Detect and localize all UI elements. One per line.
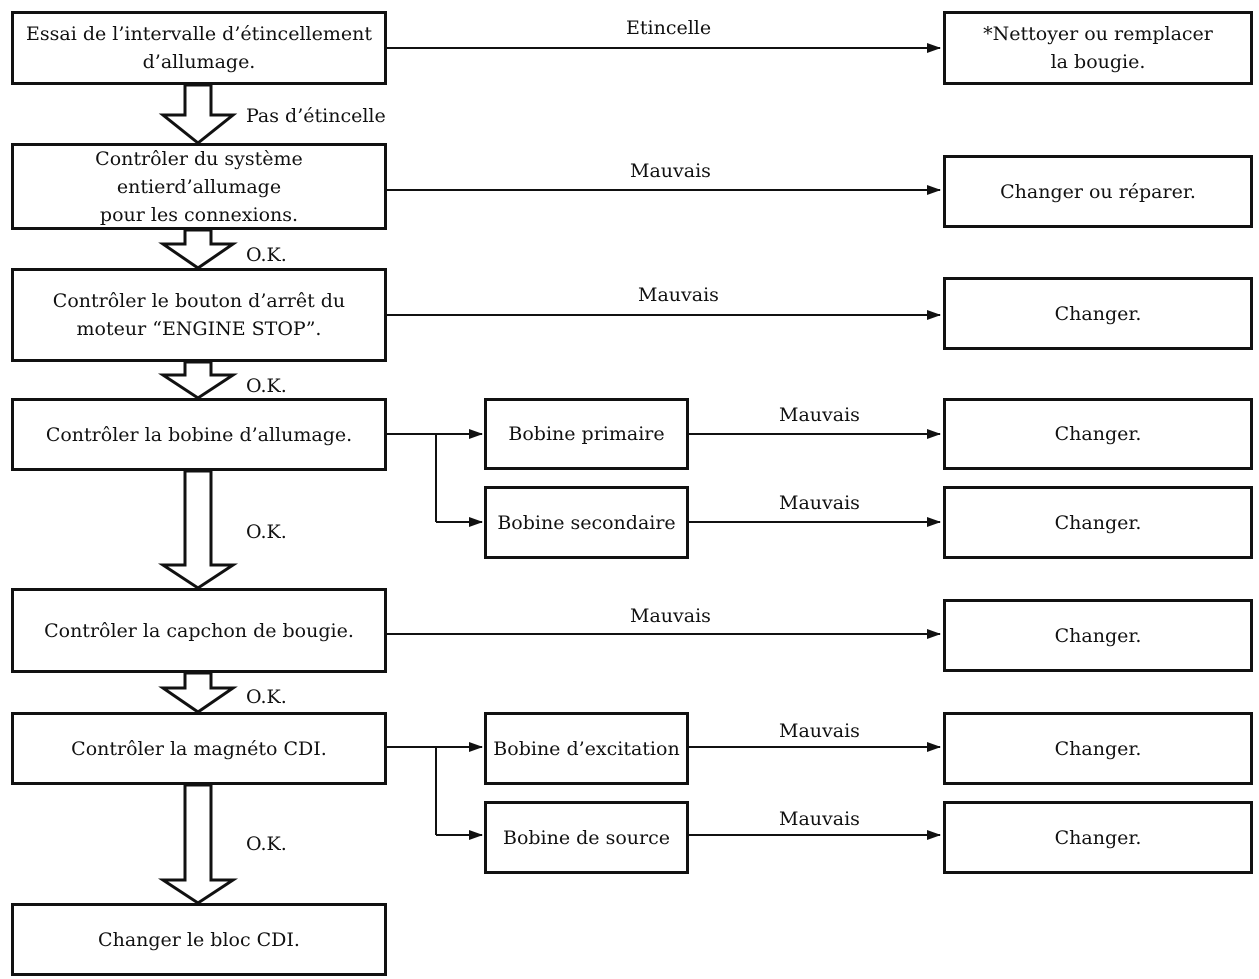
block-arrow-5: [158, 671, 238, 714]
outcome-changer-primaire: Changer.: [943, 398, 1253, 470]
label-ok-2: O.K.: [246, 375, 287, 397]
block-arrow-2: [158, 228, 238, 270]
block-arrow-6: [157, 783, 239, 905]
block-arrow-4: [157, 469, 239, 590]
branch-magneto-cdi: [387, 746, 437, 835]
sub-bobine-excitation: Bobine d’excitation: [484, 712, 689, 785]
block-arrow-1: [158, 83, 238, 145]
label-mauvais-capchon: Mauvais: [630, 605, 711, 627]
label-mauvais-primaire: Mauvais: [779, 404, 860, 426]
outcome-changer-engine-stop: Changer.: [943, 277, 1253, 350]
outcome-nettoyer-bougie: *Nettoyer ou remplacer la bougie.: [943, 11, 1253, 85]
outcome-changer-source: Changer.: [943, 801, 1253, 874]
outcome-changer-excitation: Changer.: [943, 712, 1253, 785]
branch-bobine-allumage: [387, 433, 437, 522]
label-mauvais-secondaire: Mauvais: [779, 492, 860, 514]
label-mauvais-excitation: Mauvais: [779, 720, 860, 742]
label-mauvais-source: Mauvais: [779, 808, 860, 830]
label-mauvais-engine-stop: Mauvais: [638, 284, 719, 306]
sub-bobine-secondaire: Bobine secondaire: [484, 486, 689, 559]
label-ok-4: O.K.: [246, 686, 287, 708]
step-systeme-allumage: Contrôler du système entierd’allumage po…: [11, 143, 387, 230]
outcome-changer-reparer: Changer ou réparer.: [943, 155, 1253, 228]
step-essai-etincellement: Essai de l’intervalle d’étincellement d’…: [11, 11, 387, 85]
sub-bobine-primaire: Bobine primaire: [484, 398, 689, 470]
step-engine-stop: Contrôler le bouton d’arrêt du moteur “E…: [11, 268, 387, 362]
label-etincelle: Etincelle: [626, 17, 712, 39]
label-ok-3: O.K.: [246, 521, 287, 543]
block-arrow-3: [157, 360, 239, 400]
sub-bobine-source: Bobine de source: [484, 801, 689, 874]
label-mauvais-connexions: Mauvais: [630, 160, 711, 182]
outcome-changer-capchon: Changer.: [943, 599, 1253, 672]
label-ok-1: O.K.: [246, 244, 287, 266]
label-ok-5: O.K.: [246, 833, 287, 855]
step-bobine-allumage: Contrôler la bobine d’allumage.: [11, 398, 387, 471]
step-capchon-bougie: Contrôler la capchon de bougie.: [11, 588, 387, 673]
step-changer-bloc-cdi: Changer le bloc CDI.: [11, 903, 387, 976]
outcome-changer-secondaire: Changer.: [943, 486, 1253, 559]
label-pas-etincelle: Pas d’étincelle: [246, 105, 386, 127]
step-magneto-cdi: Contrôler la magnéto CDI.: [11, 712, 387, 785]
